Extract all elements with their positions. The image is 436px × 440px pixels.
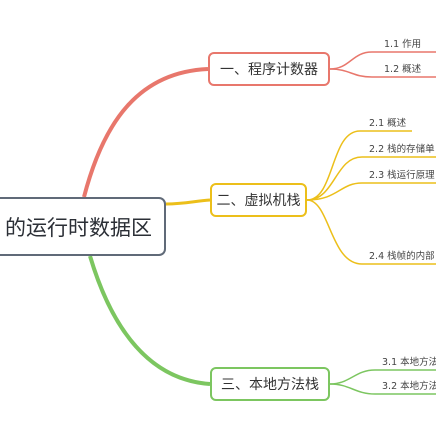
branch-vm-stack[interactable]: 二、虚拟机栈: [210, 183, 307, 217]
leaf-label: 2.3 栈运行原理: [369, 170, 435, 181]
leaf-label: 1.1 作用: [384, 39, 422, 50]
link-b2-leaf1: [306, 130, 412, 201]
leaf-1-2[interactable]: 1.2 概述: [384, 64, 421, 76]
leaf-label: 3.1 本地方法: [382, 357, 436, 368]
leaf-3-1[interactable]: 3.1 本地方法: [382, 357, 436, 369]
leaf-1-1[interactable]: 1.1 作用: [384, 39, 421, 51]
leaf-label: 2.2 栈的存储单: [369, 144, 435, 155]
link-b2-leaf4: [306, 199, 436, 265]
branch-native-method-stack[interactable]: 三、本地方法栈: [210, 367, 330, 401]
link-center-branch1: [82, 67, 209, 198]
link-b2-leaf2: [306, 156, 436, 201]
leaf-label: 1.2 概述: [384, 64, 422, 75]
link-b1-leaf2: [329, 68, 436, 78]
leaf-2-2[interactable]: 2.2 栈的存储单: [369, 144, 435, 156]
branch-label: 三、本地方法栈: [221, 377, 319, 393]
central-topic-label: 的运行时数据区: [5, 215, 152, 240]
link-b3-leaf1: [329, 369, 436, 385]
branch-label: 二、虚拟机栈: [216, 193, 301, 209]
link-b2-leaf3: [306, 182, 436, 201]
link-center-branch2: [165, 198, 211, 206]
link-center-branch3: [88, 255, 211, 386]
link-b1-leaf1: [329, 51, 436, 70]
leaf-label: 2.1 概述: [369, 118, 407, 129]
leaf-label: 3.2 本地方法: [382, 381, 436, 392]
leaf-3-2[interactable]: 3.2 本地方法: [382, 381, 436, 393]
branch-label: 一、程序计数器: [220, 62, 318, 78]
leaf-label: 2.4 栈帧的内部: [369, 251, 435, 262]
leaf-2-3[interactable]: 2.3 栈运行原理: [369, 170, 435, 182]
central-topic[interactable]: 的运行时数据区: [0, 197, 166, 256]
leaf-2-4[interactable]: 2.4 栈帧的内部: [369, 251, 435, 263]
link-b3-leaf2: [329, 383, 436, 395]
branch-program-counter[interactable]: 一、程序计数器: [208, 52, 330, 86]
leaf-2-1[interactable]: 2.1 概述: [369, 118, 406, 130]
